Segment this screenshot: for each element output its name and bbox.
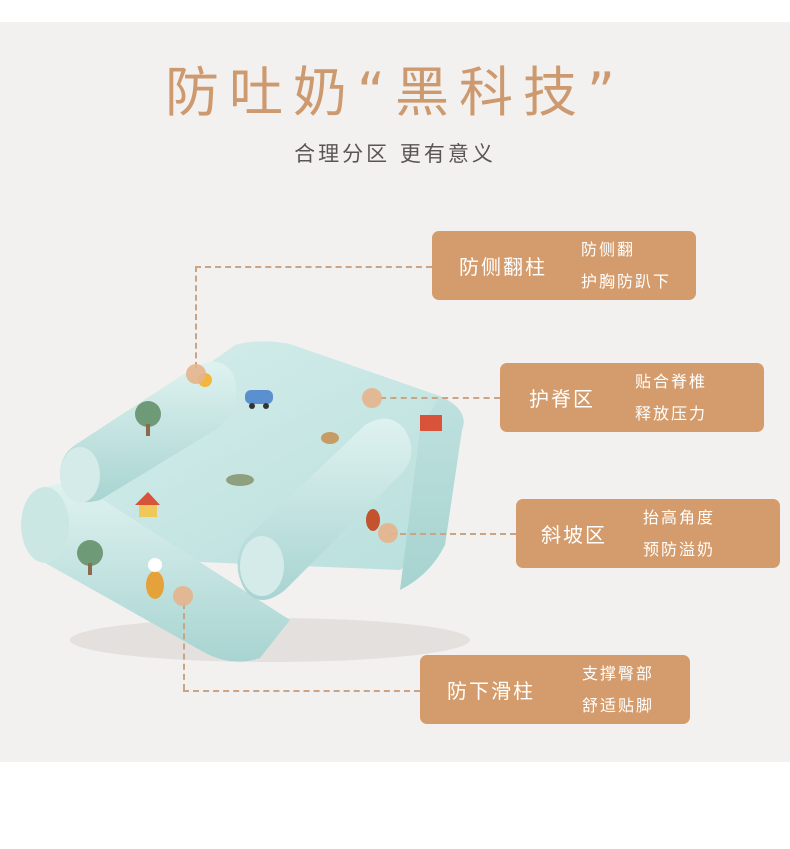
feature-spine-zone: 护脊区 贴合脊椎 释放压力 — [500, 363, 764, 432]
bird-print — [321, 432, 339, 444]
marker-dot-spine — [362, 388, 382, 408]
connector-1-horizontal — [195, 266, 432, 268]
marker-dot-anti-roll — [186, 364, 206, 384]
page-title: 防吐奶“黑科技” — [165, 61, 625, 124]
fox-print — [420, 415, 442, 431]
base-roll-end — [21, 487, 69, 563]
feature-desc-line: 贴合脊椎 — [635, 371, 708, 391]
page-subtitle: 合理分区 更有意义 — [294, 142, 496, 166]
feature-name: 护脊区 — [529, 387, 595, 411]
feature-desc-line: 舒适贴脚 — [582, 695, 655, 715]
tree-print-2 — [77, 540, 103, 566]
feature-desc-line: 释放压力 — [635, 403, 708, 423]
car-print — [245, 390, 273, 404]
connector-4-vertical — [183, 603, 185, 690]
feature-slope-zone: 斜坡区 抬高角度 预防溢奶 — [516, 499, 780, 568]
feature-desc: 贴合脊椎 释放压力 — [635, 366, 707, 430]
feature-name: 防下滑柱 — [447, 679, 535, 703]
feature-name: 防侧翻柱 — [459, 255, 547, 279]
house-print — [135, 492, 160, 505]
tree-print — [135, 401, 161, 427]
feature-desc-line: 预防溢奶 — [643, 539, 716, 559]
feature-desc: 防侧翻 护胸防趴下 — [581, 234, 671, 298]
connector-4-horizontal — [183, 690, 420, 692]
connector-2-horizontal — [380, 397, 500, 399]
feature-desc-line: 支撑臀部 — [582, 663, 655, 683]
feature-name: 斜坡区 — [541, 523, 607, 547]
feature-anti-roll-bolster: 防侧翻柱 防侧翻 护胸防趴下 — [432, 231, 696, 300]
marker-dot-anti-slip — [173, 586, 193, 606]
feature-desc: 抬高角度 预防溢奶 — [643, 502, 715, 566]
left-bolster-end — [60, 447, 100, 503]
wedge-side — [400, 396, 464, 590]
marker-dot-slope — [378, 523, 398, 543]
connector-1-vertical — [195, 266, 197, 368]
right-bolster-end — [240, 536, 284, 596]
feature-desc-line: 防侧翻 — [581, 239, 636, 259]
feature-desc-line: 护胸防趴下 — [581, 271, 672, 291]
feature-desc-line: 抬高角度 — [643, 507, 716, 527]
feature-anti-slip-bolster: 防下滑柱 支撑臀部 舒适贴脚 — [420, 655, 690, 724]
bottom-margin — [0, 762, 790, 849]
rabbit-print — [146, 571, 164, 599]
crocodile-print — [226, 474, 254, 486]
feature-desc: 支撑臀部 舒适贴脚 — [582, 658, 654, 722]
fox-print-2 — [366, 509, 380, 531]
connector-3-horizontal — [390, 533, 516, 535]
